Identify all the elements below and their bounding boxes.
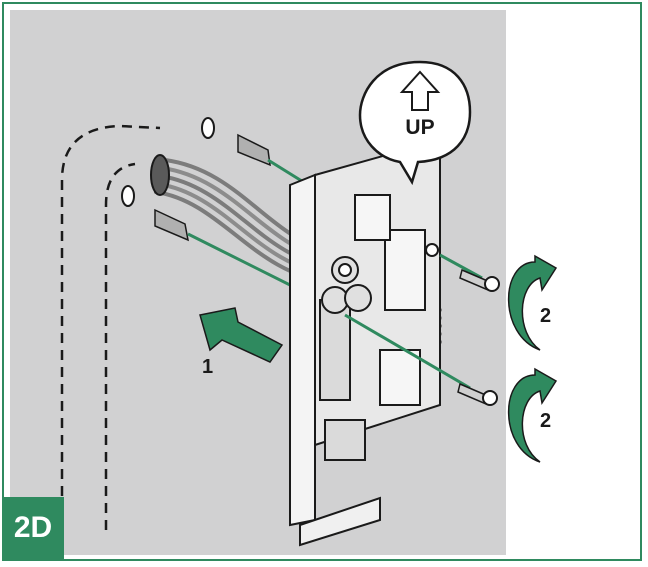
push-arrow-icon — [199, 307, 284, 363]
device-backbox — [289, 138, 441, 547]
figure-badge: 2D — [2, 497, 64, 559]
up-arrow-icon — [399, 70, 441, 111]
step-1-label: 1 — [202, 356, 214, 378]
cable-sleeve — [150, 154, 170, 196]
step-2-label-top: 2 — [540, 305, 552, 327]
up-label: UP — [405, 116, 435, 139]
left-wall-plugs — [121, 117, 306, 292]
up-callout — [358, 60, 472, 186]
right-screws — [344, 253, 500, 406]
dashed-conduit — [60, 124, 161, 530]
step-2-label-bottom: 2 — [540, 410, 552, 432]
rotate-arrow-icon — [507, 254, 558, 463]
